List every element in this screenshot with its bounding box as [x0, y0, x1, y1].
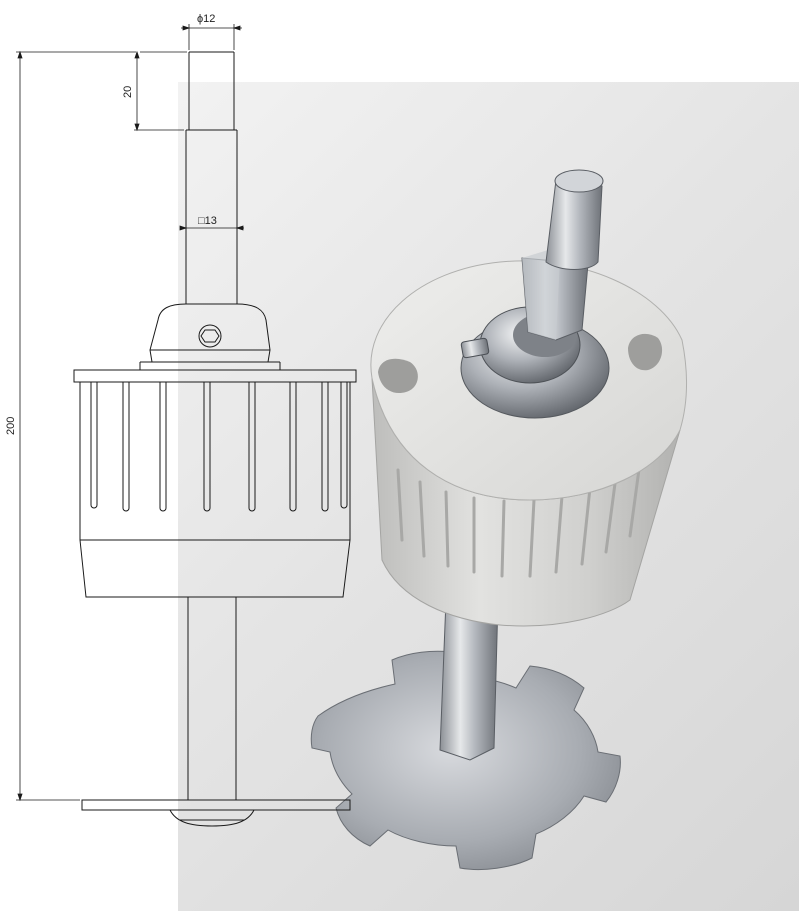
- dim-shaft-square: □13: [198, 215, 217, 227]
- round-shaft: [545, 179, 603, 270]
- dimension-lines: [16, 24, 244, 802]
- body-ribs: [396, 460, 642, 578]
- drawing-lines: [73, 51, 357, 827]
- hex-socket: [198, 324, 222, 348]
- drawing-ribs: [90, 382, 348, 512]
- dim-total-length: 200: [5, 417, 17, 435]
- round-shaft-tip: [554, 169, 604, 193]
- product-photo: [310, 169, 687, 871]
- square-shaft-face: [522, 250, 560, 340]
- set-screw: [460, 337, 490, 359]
- dim-shaft-diameter: ϕ12: [197, 13, 215, 25]
- dim-top-length: 20: [122, 86, 134, 98]
- rim-notch-left: [378, 358, 418, 394]
- rim-notch-right: [628, 333, 663, 371]
